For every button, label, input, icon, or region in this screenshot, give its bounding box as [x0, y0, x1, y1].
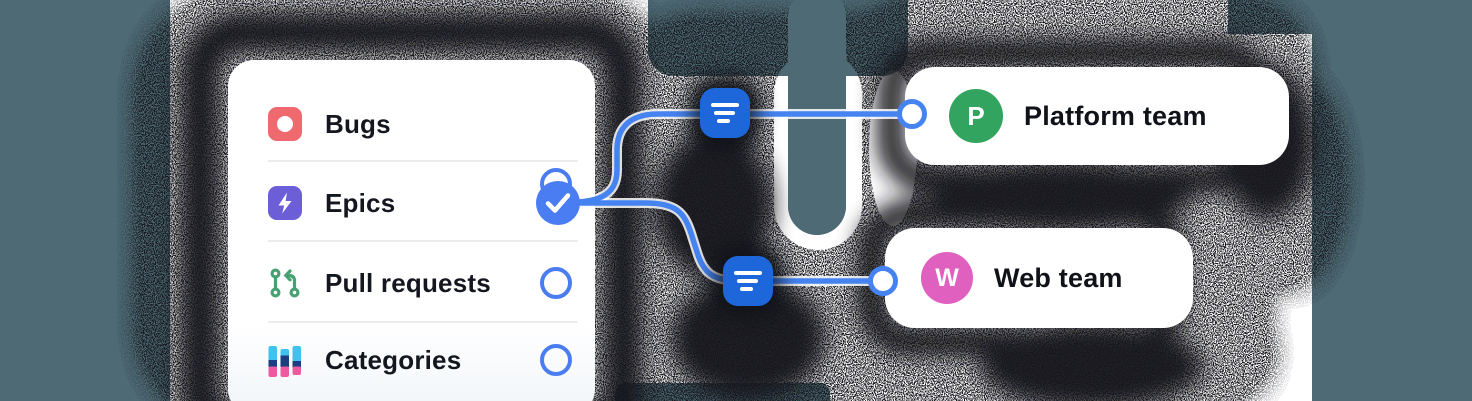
- list-item-label: Pull requests: [325, 267, 491, 298]
- epic-icon: [268, 186, 302, 220]
- team-card-platform[interactable]: P Platform team: [905, 67, 1289, 165]
- team-name: Web team: [994, 262, 1123, 293]
- avatar-initial: W: [935, 263, 959, 292]
- connector-port-platform[interactable]: [897, 99, 927, 129]
- source-panel: Bugs Epics: [228, 60, 595, 401]
- pull-request-icon: [268, 266, 302, 300]
- connector-port-web[interactable]: [868, 266, 898, 296]
- list-item-epics[interactable]: Epics: [268, 163, 558, 243]
- list-item-bugs[interactable]: Bugs: [268, 84, 558, 164]
- avatar: W: [921, 252, 973, 304]
- radio-categories[interactable]: [540, 343, 572, 376]
- list-item-label: Bugs: [325, 108, 391, 139]
- radio-pull-requests[interactable]: [540, 266, 572, 299]
- divider: [268, 321, 578, 323]
- divider: [268, 240, 578, 242]
- filter-node-icon[interactable]: [700, 88, 750, 138]
- team-card-web[interactable]: W Web team: [885, 228, 1193, 328]
- filter-node-icon[interactable]: [723, 256, 773, 306]
- checkmark-icon: [545, 193, 571, 213]
- categories-icon: [268, 343, 302, 377]
- divider: [268, 160, 578, 162]
- bug-icon: [268, 107, 302, 141]
- avatar: P: [949, 89, 1003, 143]
- list-item-label: Epics: [325, 187, 396, 218]
- team-name: Platform team: [1024, 100, 1207, 131]
- list-item-pull-requests[interactable]: Pull requests: [268, 243, 558, 323]
- list-item-categories[interactable]: Categories: [268, 320, 558, 400]
- teal-drip: [788, 0, 846, 235]
- list-item-label: Categories: [325, 344, 462, 375]
- avatar-initial: P: [967, 100, 985, 131]
- radio-epics-checked[interactable]: [536, 181, 580, 225]
